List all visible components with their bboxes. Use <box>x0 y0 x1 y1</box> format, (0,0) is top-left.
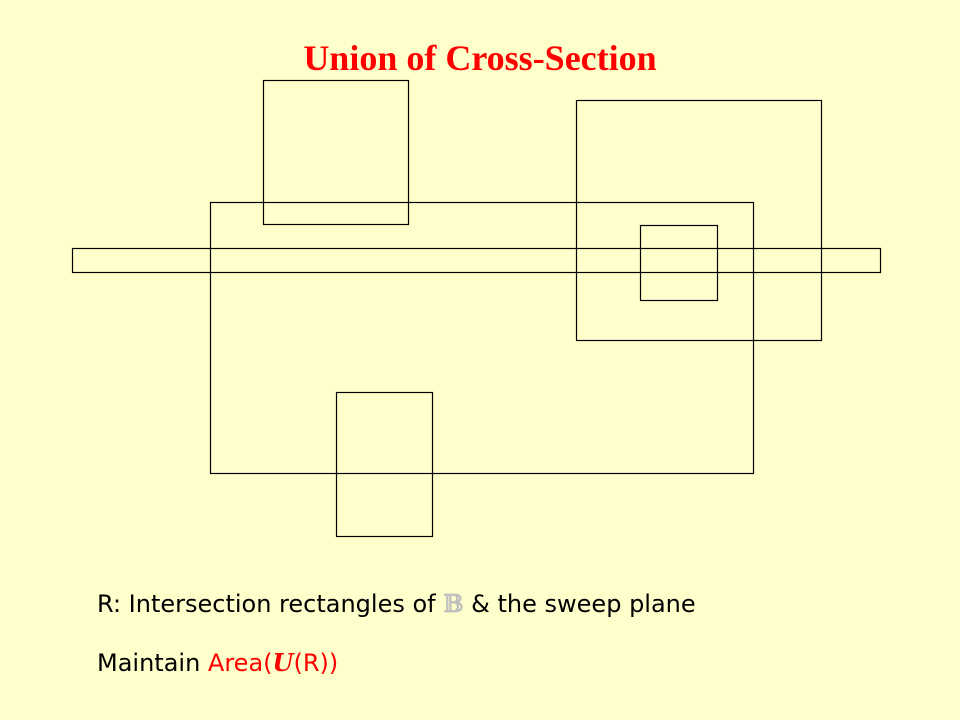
area-open-text: Area( <box>207 649 273 677</box>
blackboard-b-symbol: 𝔹 <box>443 589 464 618</box>
slide-title: Union of Cross-Section <box>303 38 657 78</box>
rectangle-bottom-tall <box>335 391 434 538</box>
caption-line-rectangles: R: Intersection rectangles of 𝔹 & the sw… <box>97 589 696 619</box>
rectangle-inner-small <box>639 224 719 302</box>
rectangle-top-left-small <box>262 79 410 226</box>
union-symbol: U <box>272 648 294 677</box>
maintain-label: Maintain <box>97 649 208 677</box>
rectangle-center-large <box>209 201 755 475</box>
caption-line-maintain: Maintain Area(U(R)) <box>97 648 338 678</box>
caption-suffix: & the sweep plane <box>463 590 696 618</box>
rectangle-horizontal-strip <box>71 247 882 274</box>
rectangle-top-right-large <box>575 99 823 342</box>
caption-prefix: R: Intersection rectangles of <box>97 590 444 618</box>
area-close-text: (R)) <box>293 649 339 677</box>
